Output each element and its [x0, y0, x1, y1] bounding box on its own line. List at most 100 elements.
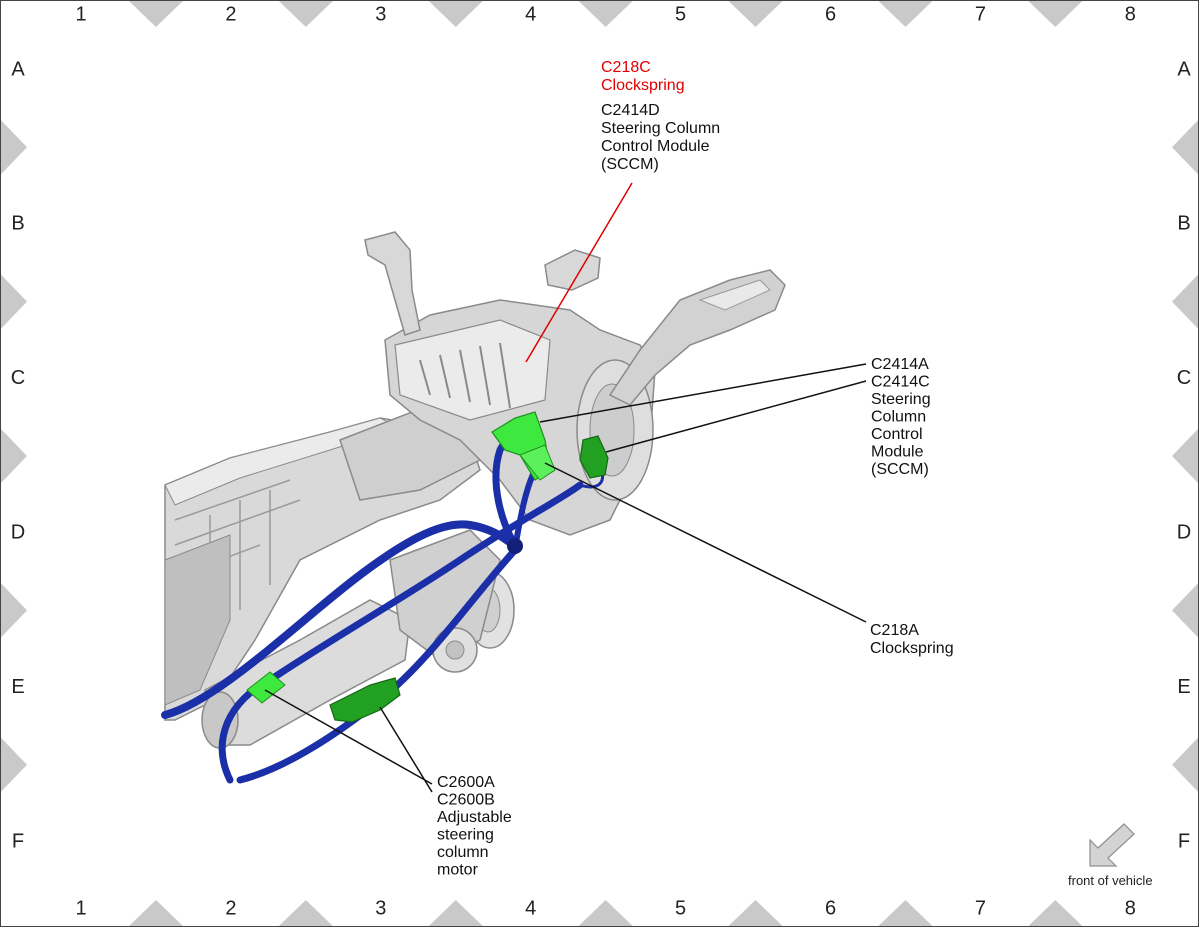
grid-row-label: F — [12, 830, 24, 852]
grid-edge-marker — [578, 900, 633, 926]
callout-c2600-line: C2600B — [437, 792, 495, 809]
callout-c2600-line: column — [437, 844, 489, 861]
grid-edge-marker — [1, 274, 27, 329]
grid-column-label: 8 — [1125, 3, 1136, 25]
right-stalk — [608, 269, 786, 406]
switch-housing-front — [394, 319, 551, 421]
leader-c2600a — [264, 689, 433, 785]
grid-column-label: 8 — [1125, 897, 1136, 919]
arrow-down-left-icon — [1089, 823, 1135, 867]
grid-edge-marker — [728, 900, 783, 926]
callout-c2414a-c-line: Column — [871, 409, 926, 426]
grid-edge-marker — [878, 900, 933, 926]
connectors — [246, 411, 609, 723]
leader-lines — [264, 182, 867, 793]
grid-edge-marker — [278, 1, 333, 27]
callout-c2600-line: Adjustable — [437, 809, 512, 826]
grid-edge-marker — [578, 1, 633, 27]
grid-row-label: E — [1177, 676, 1190, 698]
grid-edge-marker — [1, 583, 27, 638]
grid-column-label: 1 — [75, 897, 86, 919]
switch-housing-vents — [419, 342, 511, 409]
callout-c2414a-c-line: Module — [871, 444, 924, 461]
grid-column-label: 7 — [975, 897, 986, 919]
grid-row-label: D — [11, 521, 25, 543]
grid-edge-marker — [1, 120, 27, 175]
grid-edge-marker — [128, 1, 183, 27]
callout-c2600-line: C2600A — [437, 774, 495, 791]
orientation-indicator: front of vehicle — [1068, 823, 1153, 888]
grid-edge-marker — [1172, 429, 1198, 483]
callout-c2414a-c-line: C2414C — [871, 374, 930, 391]
grid-row-label: B — [1177, 213, 1190, 235]
callout-c2600-line: steering — [437, 827, 494, 844]
leader-c2414a — [539, 363, 867, 423]
grid-column-label: 6 — [825, 3, 836, 25]
right-stalk-highlight — [698, 279, 771, 311]
grid-edge-marker — [728, 1, 783, 27]
grid-row-label: A — [11, 58, 25, 80]
grid-edge-marker — [1028, 1, 1083, 27]
grid-row-label: F — [1178, 830, 1190, 852]
callout-c2414a-c-line: C2414A — [871, 356, 929, 373]
connector-c2600b — [329, 677, 401, 723]
lower-bracket — [389, 529, 501, 661]
grid-edge-marker — [1172, 583, 1198, 638]
grid-edge-marker — [878, 1, 933, 27]
callout-c2600-line: motor — [437, 862, 479, 879]
callout-c2414a-c-line: (SCCM) — [871, 461, 929, 478]
callout-c218c-line: C218C — [601, 59, 651, 76]
leader-c2600b — [379, 706, 433, 793]
callout-c2414d: C2414D Steering Column Control Module (S… — [601, 102, 725, 173]
grid-edge-marker — [428, 900, 483, 926]
connector-c218a — [519, 444, 556, 481]
callout-c2414d-line: C2414D — [601, 102, 660, 119]
grid-column-label: 4 — [525, 3, 536, 25]
grid-column-label: 3 — [375, 897, 386, 919]
callout-c2414a-c: C2414A C2414C Steering Column Control Mo… — [871, 356, 935, 478]
callout-c218a-line: Clockspring — [870, 640, 954, 657]
callout-c218a-line: C218A — [870, 622, 919, 639]
grid-column-label: 7 — [975, 3, 986, 25]
connector-c2414c — [579, 435, 609, 479]
callout-c2414a-c-line: Steering — [871, 391, 931, 408]
grid-edge-marker — [1, 737, 27, 792]
callout-c2414d-line: (SCCM) — [601, 156, 659, 173]
grid-edge-marker — [428, 1, 483, 27]
grid-row-label: D — [1177, 521, 1191, 543]
callout-c218c-line: Clockspring — [601, 77, 685, 94]
grid-row-label: B — [11, 213, 24, 235]
grid-edge-marker — [1172, 737, 1198, 792]
grid-edge-marker — [128, 900, 183, 926]
left-stalk — [364, 231, 421, 336]
leader-c2414c — [605, 380, 867, 453]
callout-c2600: C2600A C2600B Adjustable steering column… — [437, 774, 516, 879]
grid-edge-marker — [1172, 120, 1198, 175]
leader-c218c — [525, 182, 633, 363]
callout-c2414d-line: Control Module — [601, 138, 710, 155]
grid-row-label: C — [11, 367, 25, 389]
grid-column-label: 1 — [75, 3, 86, 25]
callout-c2414d-line: Steering Column — [601, 120, 720, 137]
grid-row-label: A — [1177, 58, 1191, 80]
leader-c218a — [544, 462, 867, 623]
grid-column-label: 6 — [825, 897, 836, 919]
callout-c218a: C218A Clockspring — [870, 622, 954, 657]
callout-c2414a-c-line: Control — [871, 426, 923, 443]
callout-c218c: C218C Clockspring — [601, 59, 685, 94]
bracket-bolt-center — [445, 640, 465, 660]
grid-column-label: 5 — [675, 3, 686, 25]
grid-column-label: 4 — [525, 897, 536, 919]
column-housing-shadow — [164, 534, 231, 706]
orientation-label: front of vehicle — [1068, 873, 1153, 888]
grid-edge-marker — [278, 900, 333, 926]
grid-edge-marker — [1028, 900, 1083, 926]
connector-c2600a — [246, 671, 286, 704]
grid-column-label: 5 — [675, 897, 686, 919]
